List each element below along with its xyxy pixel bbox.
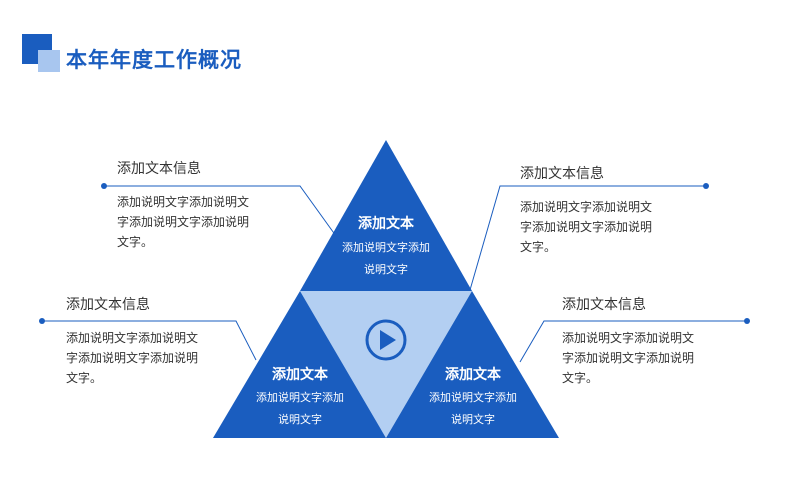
callout-top-right-text: 添加说明文字添加说明文字添加说明文字添加说明文字。: [520, 200, 653, 254]
triangle-top-text: 添加说明文字添加说明文字: [342, 241, 430, 276]
triangle-right-text: 添加说明文字添加说明文字: [429, 391, 517, 426]
triangle-left: [213, 291, 386, 438]
connector-bottom-left: [42, 320, 257, 361]
callout-top-left-title: 添加文本信息: [117, 161, 201, 177]
triangle-left-text: 添加说明文字添加说明文字: [256, 391, 344, 426]
triangle-top: [300, 140, 472, 291]
logo-square-light: [38, 50, 60, 72]
triangle-right-title: 添加文本: [445, 367, 501, 383]
triangle-left-title: 添加文本: [272, 367, 328, 383]
connector-top-left: [104, 185, 337, 237]
callout-top-left-text: 添加说明文字添加说明文字添加说明文字添加说明文字。: [117, 195, 250, 249]
connector-top-right: [469, 185, 706, 291]
callout-top-right-title: 添加文本信息: [520, 166, 604, 182]
triangle-right: [386, 291, 559, 438]
callout-bottom-left-text: 添加说明文字添加说明文字添加说明文字添加说明文字。: [66, 331, 199, 385]
callout-bottom-right-text: 添加说明文字添加说明文字添加说明文字添加说明文字。: [562, 331, 695, 385]
connector-dot-bottom-right: [744, 318, 750, 324]
connector-dot-bottom-left: [39, 318, 45, 324]
callout-bottom-right-title: 添加文本信息: [562, 297, 646, 313]
play-icon: [365, 319, 407, 361]
triangle-center: [300, 291, 472, 438]
connector-dot-top-right: [703, 183, 709, 189]
triangle-top-title: 添加文本: [358, 216, 414, 232]
callout-bottom-left-title: 添加文本信息: [66, 297, 150, 313]
page-title: 本年年度工作概况: [66, 48, 242, 72]
connector-bottom-right: [519, 320, 747, 363]
connector-dot-top-left: [101, 183, 107, 189]
